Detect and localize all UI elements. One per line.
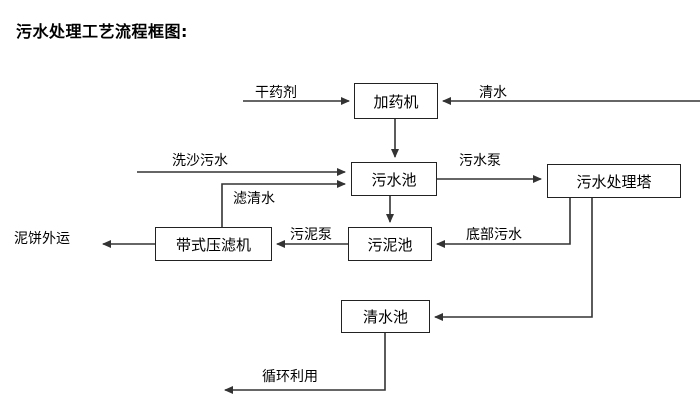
label-sludge-pump: 污泥泵 <box>290 227 332 243</box>
node-wastewater-pool[interactable]: 污水池 <box>351 162 437 196</box>
connector-clear-water-to-recycle <box>224 333 386 394</box>
label-dry-chemical: 干药剂 <box>255 85 297 101</box>
label-sewage-pump: 污水泵 <box>459 153 501 169</box>
label-clean-water: 清水 <box>479 85 507 101</box>
node-label-sludge-pool: 污泥池 <box>367 235 413 254</box>
node-treatment-tower[interactable]: 污水处理塔 <box>547 164 681 198</box>
label-sand-wash-water: 洗沙污水 <box>172 153 228 169</box>
node-label-wastewater-pool: 污水池 <box>371 170 417 189</box>
connector-tower-to-clear-water-pool <box>434 198 593 321</box>
label-mud-cake-transport: 泥饼外运 <box>14 231 70 247</box>
node-label-treatment-tower: 污水处理塔 <box>576 172 652 191</box>
label-recycle-reuse: 循环利用 <box>262 369 318 385</box>
connector-tower-to-sludge-pool <box>436 198 571 248</box>
page-title: 污水处理工艺流程框图: <box>16 22 188 41</box>
node-clear-water-pool[interactable]: 清水池 <box>341 300 430 333</box>
label-bottom-sewage: 底部污水 <box>466 227 522 243</box>
node-sludge-pool[interactable]: 污泥池 <box>348 227 432 261</box>
node-label-dosing-machine: 加药机 <box>373 92 419 111</box>
node-belt-filter-press[interactable]: 带式压滤机 <box>155 227 272 261</box>
node-label-belt-filter-press: 带式压滤机 <box>175 235 251 254</box>
node-dosing-machine[interactable]: 加药机 <box>354 83 438 119</box>
node-label-clear-water-pool: 清水池 <box>362 308 408 326</box>
label-filtered-water: 滤清水 <box>233 191 275 207</box>
connector-filtered-water-to-pool <box>221 180 346 227</box>
